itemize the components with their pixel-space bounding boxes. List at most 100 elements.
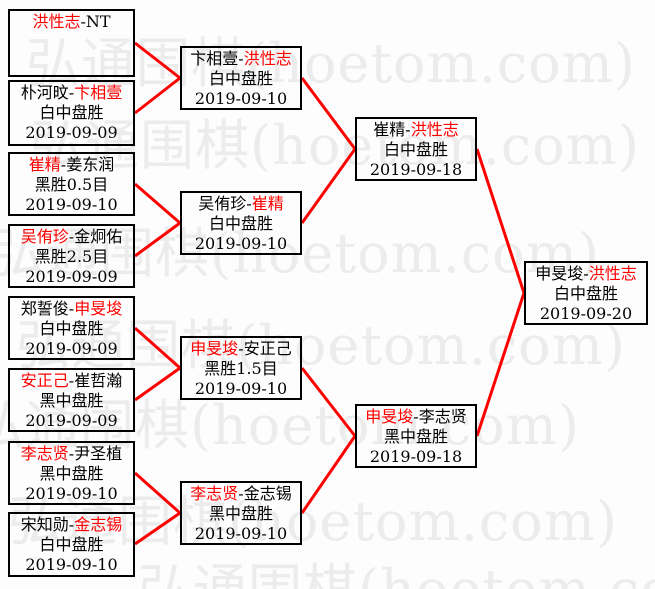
player-name: 金炯佑 bbox=[74, 227, 123, 246]
match-date: 2019-09-18 bbox=[369, 160, 463, 179]
player-name: 金志锡 bbox=[74, 515, 123, 534]
player-name: 吴侑珍 bbox=[20, 227, 69, 246]
match-box-round1-4: 吴侑珍-金炯佑 黑胜2.5目 2019-09-09 bbox=[8, 224, 135, 288]
match-players: 崔精-姜东润 bbox=[10, 155, 133, 175]
match-players: 申旻埈-李志贤 bbox=[357, 407, 475, 427]
watermark-text: 弘通围棋(hoetom.com) bbox=[8, 490, 618, 553]
player-name: 洪性志 bbox=[410, 120, 459, 139]
match-box-semifinal-2: 申旻埈-李志贤 黑中盘胜 2019-09-18 bbox=[355, 404, 477, 468]
match-result: 黑中盘胜 bbox=[39, 464, 104, 483]
match-date: 2019-09-10 bbox=[25, 195, 118, 214]
match-result: 白中盘胜 bbox=[208, 69, 273, 88]
player-name: 申旻埈 bbox=[365, 407, 414, 426]
connector-line bbox=[300, 367, 357, 437]
connector-line bbox=[134, 182, 181, 225]
match-players: 洪性志-NT bbox=[10, 12, 133, 32]
match-box-round1-1: 洪性志-NT bbox=[8, 9, 135, 77]
player-name: 朴河旼 bbox=[20, 83, 69, 102]
name-separator: - bbox=[238, 49, 244, 68]
player-name: 郑誓俊 bbox=[20, 299, 69, 318]
match-box-semifinal-1: 崔精-洪性志 白中盘胜 2019-09-18 bbox=[355, 117, 477, 181]
match-players: 宋知勋-金志锡 bbox=[10, 515, 133, 535]
name-separator: - bbox=[405, 120, 411, 139]
match-result: 白中盘胜 bbox=[383, 140, 448, 159]
match-result: 黑中盘胜 bbox=[383, 427, 448, 446]
player-name: 安正己 bbox=[20, 371, 69, 390]
match-box-round1-7: 李志贤-尹圣植 黑中盘胜 2019-09-10 bbox=[8, 441, 135, 505]
match-date: 2019-09-18 bbox=[369, 447, 463, 466]
match-date: 2019-09-10 bbox=[194, 234, 288, 253]
match-box-round1-2: 朴河旼-卞相壹 白中盘胜 2019-09-09 bbox=[8, 80, 135, 146]
player-name: 申旻埈 bbox=[190, 339, 239, 358]
player-name: 尹圣植 bbox=[74, 444, 123, 463]
match-result: 黑胜2.5目 bbox=[34, 247, 109, 266]
match-box-final: 申旻埈-洪性志 白中盘胜 2019-09-20 bbox=[524, 261, 648, 325]
name-separator: - bbox=[68, 444, 75, 463]
player-name: 李志贤 bbox=[418, 407, 467, 426]
connector-line bbox=[475, 148, 526, 294]
match-result: 白中盘胜 bbox=[553, 284, 618, 303]
player-name: 崔精 bbox=[28, 155, 61, 174]
connector-line bbox=[300, 77, 357, 150]
watermark-text: 弘通围棋(hoetom.com) bbox=[16, 314, 626, 377]
match-date: 2019-09-09 bbox=[25, 339, 118, 358]
match-players: 郑誓俊-申旻埈 bbox=[10, 299, 133, 319]
match-date: 2019-09-10 bbox=[25, 484, 118, 503]
match-box-round2-3: 申旻埈-安正己 黑胜1.5目 2019-09-10 bbox=[180, 336, 302, 400]
match-players: 申旻埈-洪性志 bbox=[526, 264, 646, 284]
match-result: 白中盘胜 bbox=[39, 103, 104, 122]
match-box-round1-5: 郑誓俊-申旻埈 白中盘胜 2019-09-09 bbox=[8, 296, 135, 360]
match-date: 2019-09-10 bbox=[194, 524, 288, 543]
match-date: 2019-09-10 bbox=[25, 555, 118, 574]
connector-line bbox=[300, 435, 357, 514]
name-separator: - bbox=[80, 12, 86, 31]
match-result: 黑中盘胜 bbox=[39, 391, 104, 410]
match-result: 黑胜1.5目 bbox=[204, 359, 278, 378]
connector-line bbox=[134, 511, 181, 546]
name-separator: - bbox=[238, 339, 244, 358]
name-separator: - bbox=[68, 299, 75, 318]
player-name: 宋知勋 bbox=[20, 515, 69, 534]
player-name: NT bbox=[85, 12, 111, 31]
match-players: 李志贤-金志锡 bbox=[182, 484, 300, 504]
match-result: 黑中盘胜 bbox=[208, 504, 273, 523]
connector-line bbox=[134, 326, 181, 370]
match-result: 白中盘胜 bbox=[39, 535, 104, 554]
name-separator: - bbox=[413, 407, 419, 426]
player-name: 金志锡 bbox=[243, 484, 292, 503]
match-date: 2019-09-09 bbox=[25, 267, 118, 286]
connector-line bbox=[134, 76, 181, 115]
match-result: 白中盘胜 bbox=[39, 319, 104, 338]
player-name: 姜东润 bbox=[66, 155, 115, 174]
match-players: 朴河旼-卞相壹 bbox=[10, 83, 133, 103]
player-name: 卞相壹 bbox=[190, 49, 239, 68]
match-date: 2019-09-09 bbox=[25, 123, 118, 142]
player-name: 洪性志 bbox=[588, 264, 637, 283]
name-separator: - bbox=[60, 155, 67, 174]
name-separator: - bbox=[238, 484, 244, 503]
player-name: 李志贤 bbox=[20, 444, 69, 463]
connector-line bbox=[134, 471, 181, 515]
player-name: 洪性志 bbox=[243, 49, 292, 68]
match-box-round1-3: 崔精-姜东润 黑胜0.5目 2019-09-10 bbox=[8, 152, 135, 216]
player-name: 崔精 bbox=[373, 120, 406, 139]
name-separator: - bbox=[68, 515, 75, 534]
name-separator: - bbox=[246, 194, 252, 213]
connector-line bbox=[134, 366, 181, 402]
player-name: 崔哲瀚 bbox=[74, 371, 123, 390]
match-players: 李志贤-尹圣植 bbox=[10, 444, 133, 464]
player-name: 安正己 bbox=[243, 339, 292, 358]
player-name: 崔精 bbox=[251, 194, 284, 213]
match-box-round2-2: 吴侑珍-崔精 白中盘胜 2019-09-10 bbox=[180, 191, 302, 255]
match-box-round2-4: 李志贤-金志锡 黑中盘胜 2019-09-10 bbox=[180, 481, 302, 545]
connector-line bbox=[300, 148, 357, 224]
name-separator: - bbox=[68, 83, 75, 102]
watermark-text: 弘通围棋(hoetom.com) bbox=[26, 32, 636, 95]
watermark-text: 弘通围棋(hoetom.com) bbox=[138, 562, 655, 589]
name-separator: - bbox=[583, 264, 589, 283]
match-players: 吴侑珍-金炯佑 bbox=[10, 227, 133, 247]
match-box-round1-6: 安正己-崔哲瀚 黑中盘胜 2019-09-09 bbox=[8, 368, 135, 432]
player-name: 李志贤 bbox=[190, 484, 239, 503]
